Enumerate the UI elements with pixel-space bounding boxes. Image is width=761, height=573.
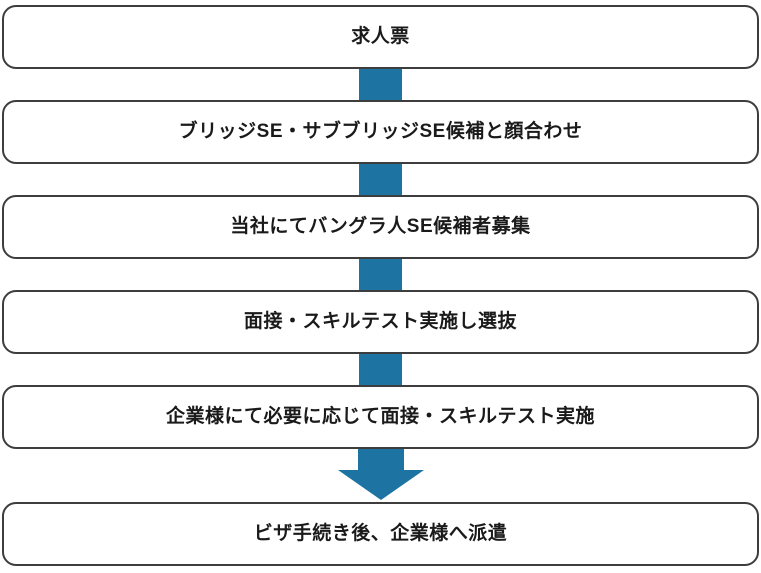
connector-bar-4 bbox=[359, 354, 402, 385]
flow-step-2-label: ブリッジSE・サブブリッジSE候補と顔合わせ bbox=[178, 120, 583, 142]
flow-step-6-label: ビザ手続き後、企業様へ派遣 bbox=[253, 522, 508, 544]
flow-step-4: 面接・スキルテスト実施し選抜 bbox=[2, 290, 759, 354]
connector-bar-2 bbox=[359, 164, 402, 195]
flow-step-3: 当社にてバングラ人SE候補者募集 bbox=[2, 195, 759, 259]
down-arrow-head bbox=[337, 470, 424, 500]
down-arrow-stem bbox=[357, 449, 404, 470]
flow-step-3-label: 当社にてバングラ人SE候補者募集 bbox=[230, 215, 531, 237]
flow-step-1-label: 求人票 bbox=[351, 25, 410, 47]
connector-bar-3 bbox=[359, 259, 402, 290]
flow-step-2: ブリッジSE・サブブリッジSE候補と顔合わせ bbox=[2, 100, 759, 164]
flow-step-6: ビザ手続き後、企業様へ派遣 bbox=[2, 502, 759, 566]
down-arrow-icon bbox=[337, 449, 424, 502]
flow-step-5: 企業様にて必要に応じて面接・スキルテスト実施 bbox=[2, 385, 759, 449]
flow-step-4-label: 面接・スキルテスト実施し選抜 bbox=[243, 310, 517, 332]
flow-step-1: 求人票 bbox=[2, 5, 759, 69]
connector-bar-1 bbox=[359, 69, 402, 100]
flow-step-5-label: 企業様にて必要に応じて面接・スキルテスト実施 bbox=[165, 405, 595, 427]
